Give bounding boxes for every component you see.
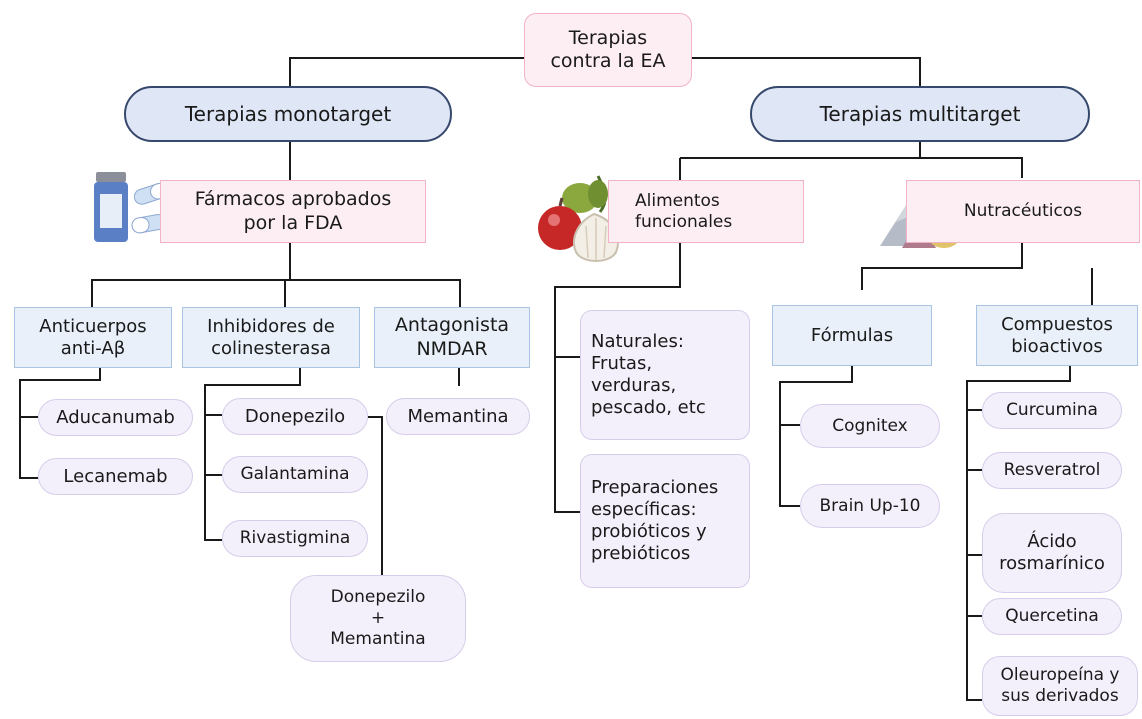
category-nmdar-antagonist: Antagonista NMDAR [374, 307, 530, 368]
nutraceuticos-node: Nutracéuticos [906, 180, 1140, 243]
pill-bottle-icon [94, 172, 168, 242]
item-curcumina: Curcumina [982, 392, 1122, 429]
multitarget-node: Terapias multitarget [750, 86, 1090, 142]
item-galantamina: Galantamina [222, 456, 368, 493]
category-formulas: Fórmulas [772, 305, 932, 366]
monotarget-node: Terapias monotarget [124, 86, 452, 142]
item-cognitex: Cognitex [800, 404, 940, 448]
item-resveratrol: Resveratrol [982, 452, 1122, 489]
item-quercetina: Quercetina [982, 598, 1122, 635]
item-acido-rosmarinico: Ácido rosmarínico [982, 513, 1122, 593]
item-lecanemab: Lecanemab [38, 458, 193, 495]
item-combination: Donepezilo + Memantina [290, 575, 466, 662]
category-compuestos-bioactivos: Compuestos bioactivos [976, 305, 1138, 366]
category-cholinesterase-inhibitors: Inhibidores de colinesterasa [182, 307, 360, 368]
item-memantina: Memantina [386, 398, 530, 435]
item-oleuropeina: Oleuropeína y sus derivados [982, 656, 1138, 716]
alimentos-funcionales-node: Alimentos funcionales [608, 180, 804, 243]
root-node: Terapias contra la EA [524, 13, 692, 87]
category-antibodies: Anticuerpos anti-Aβ [14, 307, 172, 368]
fda-approved-node: Fármacos aprobados por la FDA [160, 180, 426, 243]
fruit-vegetables-icon [538, 175, 619, 262]
item-donepezilo: Donepezilo [222, 398, 368, 435]
item-naturales: Naturales: Frutas, verduras, pescado, et… [580, 310, 750, 440]
item-brain-up-10: Brain Up-10 [800, 484, 940, 528]
item-preparaciones: Preparaciones específicas: probióticos y… [580, 454, 750, 588]
item-aducanumab: Aducanumab [38, 399, 193, 436]
item-rivastigmina: Rivastigmina [222, 520, 368, 557]
